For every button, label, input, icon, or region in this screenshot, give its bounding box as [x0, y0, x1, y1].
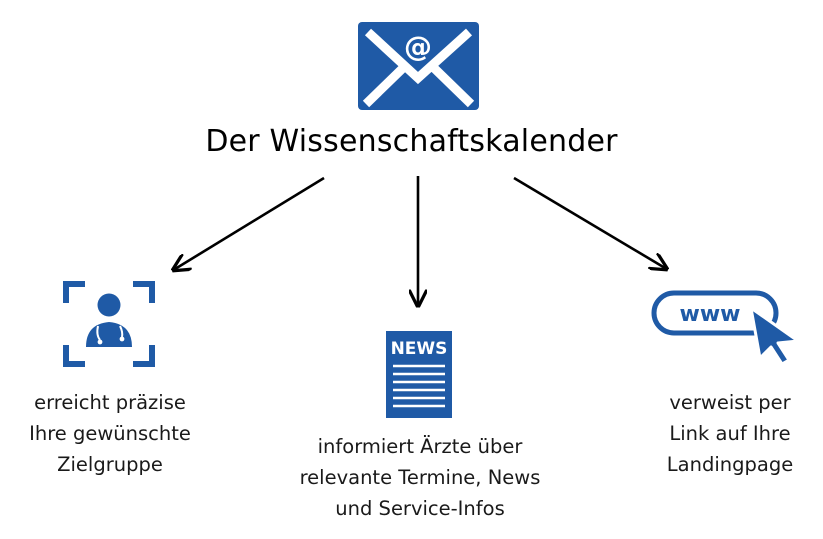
diagram-title: Der Wissenschaftskalender [205, 124, 618, 159]
email-envelope-icon: @ [358, 22, 479, 110]
www-label: www [680, 302, 741, 327]
doctor-target-icon [63, 281, 155, 367]
email-at-symbol: @ [404, 30, 432, 63]
arrow-left [175, 176, 325, 269]
caption-target-group: erreicht präzise Ihre gewünschte Zielgru… [29, 391, 191, 476]
newsletter-icon: NEWS [386, 331, 452, 418]
www-link-cursor-icon: www [651, 290, 800, 366]
caption-informs-doctors: informiert Ärzte über relevante Termine,… [299, 435, 541, 520]
caption-landingpage-link: verweist per Link auf Ihre Landingpage [666, 391, 794, 476]
news-label: NEWS [391, 339, 448, 359]
arrow-right [513, 176, 665, 268]
